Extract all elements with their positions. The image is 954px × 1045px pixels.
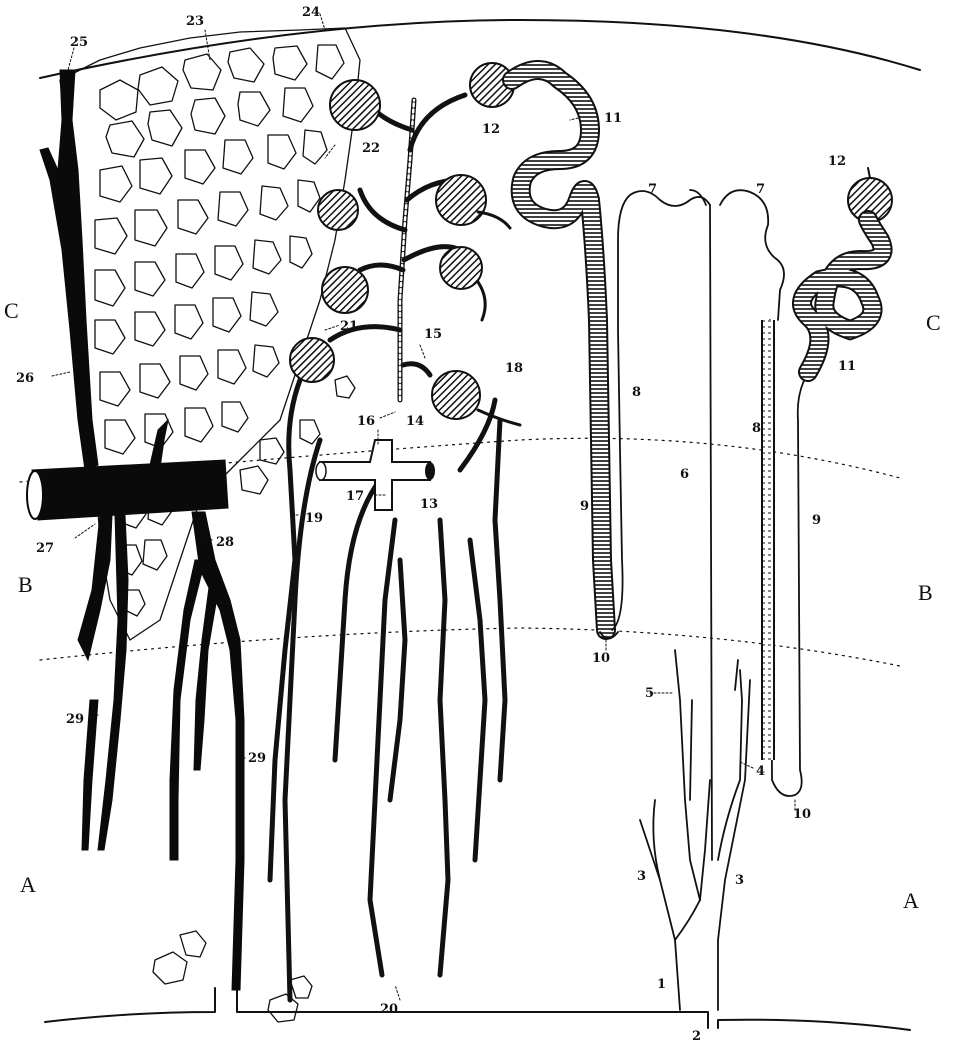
callout-14: 14 [406,414,424,429]
zone-b-right: B [918,580,933,605]
callout-15: 15 [424,327,442,342]
callout-24: 24 [302,5,320,20]
callout-8-right: 8 [752,421,761,436]
callout-17: 17 [346,489,364,504]
callout-26: 26 [16,371,34,386]
callout-18: 18 [505,361,523,376]
callout-7-left: 7 [648,182,657,197]
callout-6: 6 [680,467,689,482]
callout-11-right: 11 [838,359,856,374]
callout-12-right: 12 [828,154,846,169]
callout-13: 13 [420,497,438,512]
zone-c-left: C [4,298,19,323]
glomerulus [318,190,358,230]
glomerulus [440,247,482,289]
callout-10-right: 10 [793,807,811,822]
nephron-left [512,70,710,639]
callout-27: 27 [36,541,54,556]
callout-10-left: 10 [592,651,610,666]
callout-5: 5 [645,686,654,701]
callout-19: 19 [305,511,323,526]
arcuate-artery [316,440,435,510]
zone-a-right: A [903,888,919,913]
callout-21: 21 [340,319,358,334]
cortex-surface-outline [40,20,920,1030]
glomerulus [330,80,380,130]
glomerulus [290,338,334,382]
callout-25: 25 [70,35,88,50]
callout-22: 22 [362,141,380,156]
callout-4: 4 [756,764,765,779]
callout-16: 16 [357,414,375,429]
glomerulus [436,175,486,225]
callout-9-right: 9 [812,513,821,528]
zone-c-right: C [926,310,941,335]
venous-tree [27,70,244,990]
glomerulus [432,371,480,419]
callout-20: 20 [380,1002,398,1017]
callout-29-right: 29 [248,751,266,766]
callout-3-right: 3 [735,873,744,888]
callout-2: 2 [692,1029,701,1044]
papillary-ducts [640,650,750,1010]
callout-1: 1 [657,977,666,992]
glomerulus [322,267,368,313]
zone-a-left: A [20,872,36,897]
callout-11-left: 11 [604,111,622,126]
callout-labels: 1 2 3 3 4 5 6 7 7 8 8 9 9 10 10 11 11 12… [16,5,856,1044]
callout-28: 28 [216,535,234,550]
callout-7-right: 7 [756,182,765,197]
callout-9-left: 9 [580,499,589,514]
callout-23: 23 [186,14,204,29]
arterial-tree [270,95,505,1000]
callout-12-left: 12 [482,122,500,137]
nephron-right [768,220,883,796]
zone-b-left: B [18,572,33,597]
callout-8-left: 8 [632,385,641,400]
callout-29-left: 29 [66,712,84,727]
callout-3-left: 3 [637,869,646,884]
